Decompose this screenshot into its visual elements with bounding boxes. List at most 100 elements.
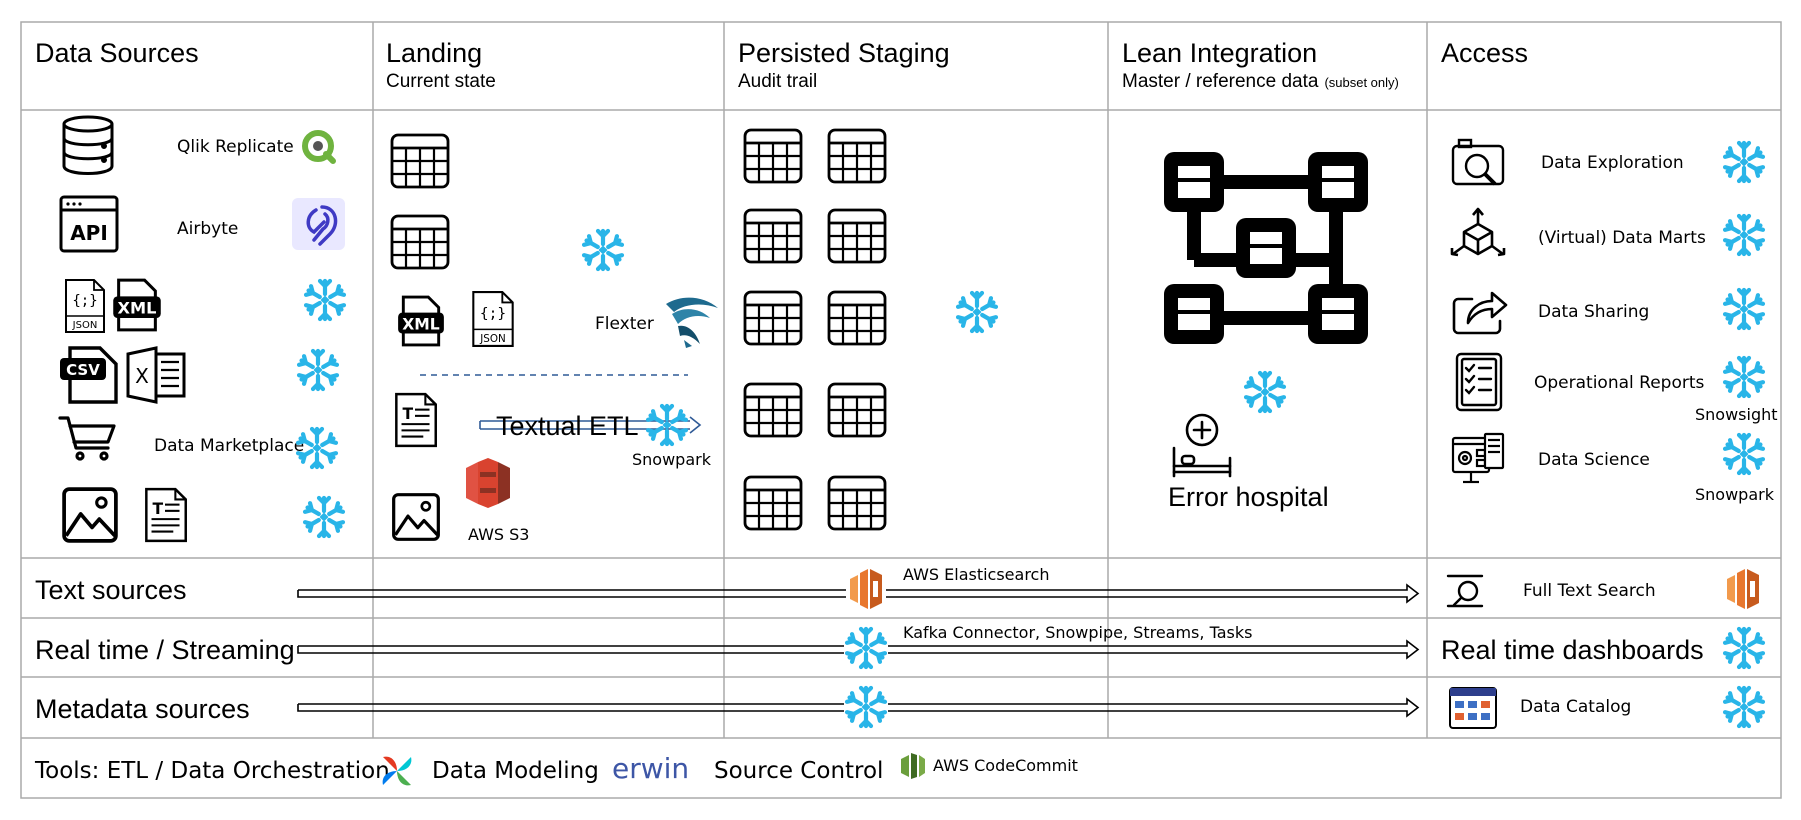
- airbyte-logo-icon: [292, 198, 345, 250]
- col-header-access: Access: [1441, 38, 1528, 68]
- table-icon: [827, 208, 887, 264]
- col-header-data-sources: Data Sources: [35, 38, 199, 68]
- snowflake-icon: [1725, 358, 1763, 396]
- snowflake-icon: [305, 498, 343, 536]
- snowflake-icon: [648, 406, 686, 444]
- access-label-operational-reports: Operational Reports: [1534, 373, 1705, 393]
- grid-lines: [20, 21, 1782, 799]
- snowflake-icon: [1246, 373, 1284, 411]
- snowflake-icon: [1725, 435, 1763, 473]
- table-icon: [743, 382, 803, 438]
- error-hospital-label: Error hospital: [1168, 482, 1329, 512]
- image-file-icon: [392, 493, 440, 541]
- snowflake-icon: [584, 231, 622, 269]
- table-icon: [390, 133, 450, 189]
- text-document-icon: [145, 487, 188, 543]
- text-document-icon: [395, 392, 437, 448]
- data-marketplace-label: Data Marketplace: [154, 436, 304, 456]
- snowflake-icon: [1725, 629, 1763, 667]
- snowflake-icon: [299, 351, 337, 389]
- table-icon: [743, 290, 803, 346]
- textual-etl-label: Textual ETL: [496, 411, 639, 441]
- snowflake-icon: [1725, 290, 1763, 328]
- col-subheader-landing: Current state: [386, 71, 496, 92]
- share-icon: [1452, 291, 1508, 335]
- flexter-logo-icon: [666, 297, 718, 348]
- kafka-connector-label: Kafka Connector, Snowpipe, Streams, Task…: [903, 623, 1252, 642]
- col-subheader-persisted-staging: Audit trail: [738, 71, 817, 92]
- access-label-virtual-data-marts: (Virtual) Data Marts: [1538, 228, 1706, 248]
- col-subheader-lean-integration: Master / reference data (subset only): [1122, 71, 1399, 92]
- flow-arrow-realtime: [297, 639, 1420, 660]
- aws-elasticsearch-label: AWS Elasticsearch: [903, 565, 1050, 584]
- snowflake-icon: [1725, 216, 1763, 254]
- table-icon: [827, 382, 887, 438]
- hospital-bed-icon: [1172, 413, 1232, 478]
- airbyte-label: Airbyte: [177, 219, 238, 239]
- json-file-icon: [472, 291, 514, 347]
- database-icon: [62, 115, 114, 175]
- access-label-data-exploration: Data Exploration: [1541, 153, 1684, 173]
- snowflake-icon: [306, 281, 344, 319]
- staging-tables: [743, 128, 887, 531]
- flow-arrow-metadata: [297, 697, 1420, 718]
- api-icon: API: [59, 195, 119, 253]
- tools-data-modeling-label: Data Modeling: [432, 758, 599, 784]
- erwin-logo-text: erwin: [612, 752, 689, 785]
- qlik-replicate-label: Qlik Replicate: [177, 137, 294, 157]
- flow-arrow-text-sources: [297, 583, 1420, 604]
- full-text-search-label: Full Text Search: [1523, 581, 1656, 601]
- aws-s3-label: AWS S3: [468, 525, 529, 544]
- lean-sub-note: (subset only): [1324, 75, 1398, 90]
- snowpark-label: Snowpark: [632, 450, 712, 469]
- table-icon: [743, 208, 803, 264]
- xml-file-icon: [112, 278, 162, 332]
- report-checklist-icon: [1455, 352, 1503, 412]
- shopping-cart-icon: [58, 416, 116, 461]
- api-text: API: [70, 221, 108, 245]
- col-header-landing: Landing: [386, 38, 482, 68]
- snowflake-icon: [1725, 688, 1763, 726]
- data-catalog-icon: [1449, 687, 1497, 729]
- row-title-metadata: Metadata sources: [35, 694, 250, 724]
- access-label-data-science: Data Science: [1538, 450, 1650, 470]
- realtime-dashboards-label: Real time dashboards: [1441, 635, 1704, 665]
- col-header-persisted-staging: Persisted Staging: [738, 38, 950, 68]
- row-title-realtime: Real time / Streaming: [35, 635, 295, 665]
- tools-etl-label: Tools: ETL / Data Orchestration: [34, 758, 390, 784]
- lean-sub-main: Master / reference data: [1122, 71, 1319, 92]
- image-file-icon: [62, 487, 118, 543]
- full-text-search-icon: [1446, 574, 1484, 608]
- flexter-label: Flexter: [595, 314, 654, 334]
- qlik-logo-icon: [302, 130, 336, 164]
- aws-s3-icon: [466, 458, 510, 508]
- excel-file-icon: X: [126, 346, 186, 404]
- row-title-text-sources: Text sources: [35, 575, 187, 605]
- snowpark-label-access: Snowpark: [1695, 485, 1775, 504]
- tools-source-control-label: Source Control: [714, 758, 883, 784]
- aws-codecommit-label: AWS CodeCommit: [933, 756, 1078, 775]
- table-icon: [827, 475, 887, 531]
- svg-text:X: X: [135, 364, 149, 388]
- data-science-icon: [1451, 432, 1505, 484]
- table-icon: [827, 290, 887, 346]
- camera-search-icon: [1451, 138, 1505, 186]
- json-file-icon: [64, 278, 106, 334]
- snowflake-icon: [958, 293, 996, 331]
- cube-icon: [1450, 207, 1506, 257]
- table-icon: [827, 128, 887, 184]
- csv-file-icon: CSV: [60, 346, 118, 404]
- svg-text:CSV: CSV: [66, 361, 100, 379]
- entity-relationship-icon: [1164, 152, 1368, 344]
- airflow-pinwheel-icon: [382, 756, 412, 786]
- snowsight-label: Snowsight: [1695, 405, 1778, 424]
- snowflake-icon: [1725, 143, 1763, 181]
- textual-etl-arrow: [479, 416, 702, 434]
- aws-codecommit-icon: [901, 753, 925, 779]
- xml-file-icon: [396, 295, 446, 347]
- table-icon: [743, 128, 803, 184]
- data-catalog-label: Data Catalog: [1520, 697, 1631, 717]
- access-label-data-sharing: Data Sharing: [1538, 302, 1649, 322]
- table-icon: [743, 475, 803, 531]
